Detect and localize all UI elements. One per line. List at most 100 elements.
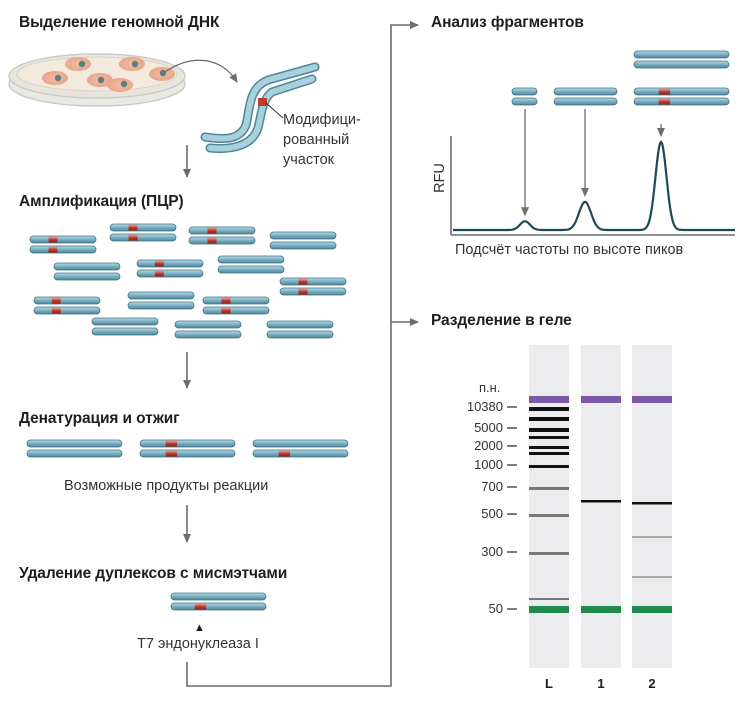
ladder-band [529, 446, 569, 449]
dna-duplex [91, 317, 159, 336]
peak-arrows [521, 109, 665, 217]
modified-site-leader [265, 102, 284, 119]
ladder-band [529, 407, 569, 411]
ladder-band [529, 428, 569, 432]
lane-label-1: 1 [597, 676, 605, 691]
dna-strand [174, 330, 242, 339]
dna-strand [279, 277, 347, 286]
dna-strand [109, 223, 177, 232]
chromatogram [450, 109, 735, 236]
dna-strand [139, 439, 236, 448]
fragment-analysis-title: Анализ фрагментов [431, 14, 584, 31]
lower-marker-band [529, 606, 569, 613]
dna-duplex [109, 223, 177, 242]
modified-label-line-3: участок [283, 152, 335, 168]
dna-strand [29, 235, 97, 244]
dna-duplex [33, 296, 101, 315]
dna-helix-icon [200, 62, 320, 153]
bp-unit-label: п.н. [479, 380, 501, 395]
dna-strand [29, 245, 97, 254]
dna-duplex [139, 439, 236, 458]
dna-duplex [269, 231, 337, 250]
dna-strand [91, 317, 159, 326]
upper-marker-band [581, 396, 621, 403]
gel-title: Разделение в геле [431, 312, 572, 329]
cleaved-band [632, 576, 672, 578]
dna-strand [26, 439, 123, 448]
ladder-label-5000: 5000 [474, 420, 503, 435]
dna-strand [33, 306, 101, 315]
dna-strand [202, 306, 270, 315]
mismatch-marker [658, 88, 671, 95]
step-isolation-title: Выделение геномной ДНК [19, 14, 220, 31]
branch-connector [186, 21, 419, 687]
cleaved-band [632, 536, 672, 538]
gel-lane-2 [632, 345, 672, 668]
peak-height-caption: Подсчёт частоты по высоте пиков [455, 242, 684, 258]
dna-strand [511, 87, 538, 96]
rfu-axis-label: RFU [431, 163, 448, 193]
dna-strand [91, 327, 159, 336]
dna-duplex [511, 87, 538, 106]
dna-strand [188, 226, 256, 235]
mismatch-marker [165, 440, 178, 447]
ladder-label-2000: 2000 [474, 438, 503, 453]
dna-strand [109, 233, 177, 242]
step-mismatch-removal-title: Удаление дуплексов с мисмэтчами [19, 565, 288, 582]
upper-marker-band [632, 396, 672, 403]
modified-site-label: Модифици- рованный участок [283, 110, 361, 170]
dna-duplex [26, 439, 123, 458]
mismatch-marker [51, 307, 61, 314]
mismatch-marker [48, 236, 58, 243]
mismatch-marker [51, 297, 61, 304]
ladder-band [529, 552, 569, 555]
dna-strand [269, 231, 337, 240]
mismatch-marker [194, 603, 207, 610]
dna-duplex [279, 277, 347, 296]
dna-duplex [217, 255, 285, 274]
ladder-band [529, 487, 569, 490]
dna-duplex [266, 320, 334, 339]
dna-strand [633, 97, 730, 106]
petri-dish-icon [8, 53, 186, 107]
chromatogram-trace [453, 140, 735, 232]
lane-label-L: L [545, 676, 553, 691]
dna-strand [217, 265, 285, 274]
dna-duplex [170, 592, 267, 611]
mismatch-marker [278, 450, 291, 457]
dna-strand [136, 269, 204, 278]
dna-strand [269, 241, 337, 250]
lower-marker-band [632, 606, 672, 613]
dna-duplex [127, 291, 195, 310]
dna-strand [170, 592, 267, 601]
dna-strand [553, 87, 618, 96]
dna-strand [26, 449, 123, 458]
dna-duplex [202, 296, 270, 315]
ladder-label-50: 50 [488, 601, 503, 616]
dna-strand [633, 87, 730, 96]
dna-strand [53, 262, 121, 271]
mismatch-marker [48, 246, 58, 253]
dna-duplex [633, 50, 730, 69]
mismatch-marker [207, 227, 217, 234]
ladder-band [529, 452, 569, 455]
dna-strand [633, 50, 730, 59]
mismatch-marker [298, 288, 308, 295]
ladder-band [529, 436, 569, 439]
upper-marker-band [529, 396, 569, 403]
dna-duplex [252, 439, 349, 458]
dna-duplex [136, 259, 204, 278]
ladder-label-700: 700 [481, 479, 503, 494]
sample-band [632, 502, 672, 505]
lower-marker-band [581, 606, 621, 613]
dna-strand [633, 60, 730, 69]
ladder-label-500: 500 [481, 506, 503, 521]
dna-duplex [174, 320, 242, 339]
modified-site-marker [258, 98, 267, 106]
cleavage-site-icon: ▲ [194, 622, 205, 634]
dna-strand [188, 236, 256, 245]
ladder-band [529, 417, 569, 421]
dna-duplex [53, 262, 121, 281]
dna-duplex [29, 235, 97, 254]
